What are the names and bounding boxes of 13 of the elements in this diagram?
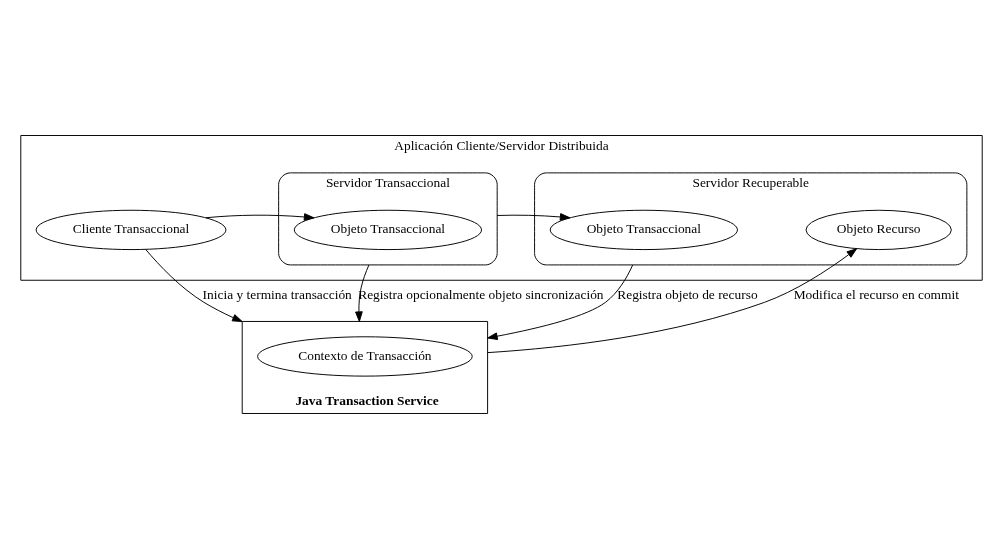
arrow bbox=[487, 263, 634, 340]
arrow bbox=[145, 248, 243, 322]
edge-label: Registra opcionalmente objeto sincronización bbox=[358, 286, 604, 302]
edge-label: Modifica el recurso en commit bbox=[793, 286, 959, 302]
node-ellipse: Objeto Recurso bbox=[805, 209, 952, 250]
node-ellipse: Cliente Transaccional bbox=[35, 209, 227, 250]
arrow bbox=[496, 212, 571, 221]
arrow bbox=[487, 247, 858, 353]
edge-label: Registra objeto de recurso bbox=[617, 286, 758, 302]
arrow bbox=[355, 263, 370, 322]
edge-label: Inicia y termina transacción bbox=[202, 286, 352, 302]
arrow bbox=[205, 212, 315, 221]
node-ellipse: Contexto de Transacción bbox=[257, 335, 473, 377]
